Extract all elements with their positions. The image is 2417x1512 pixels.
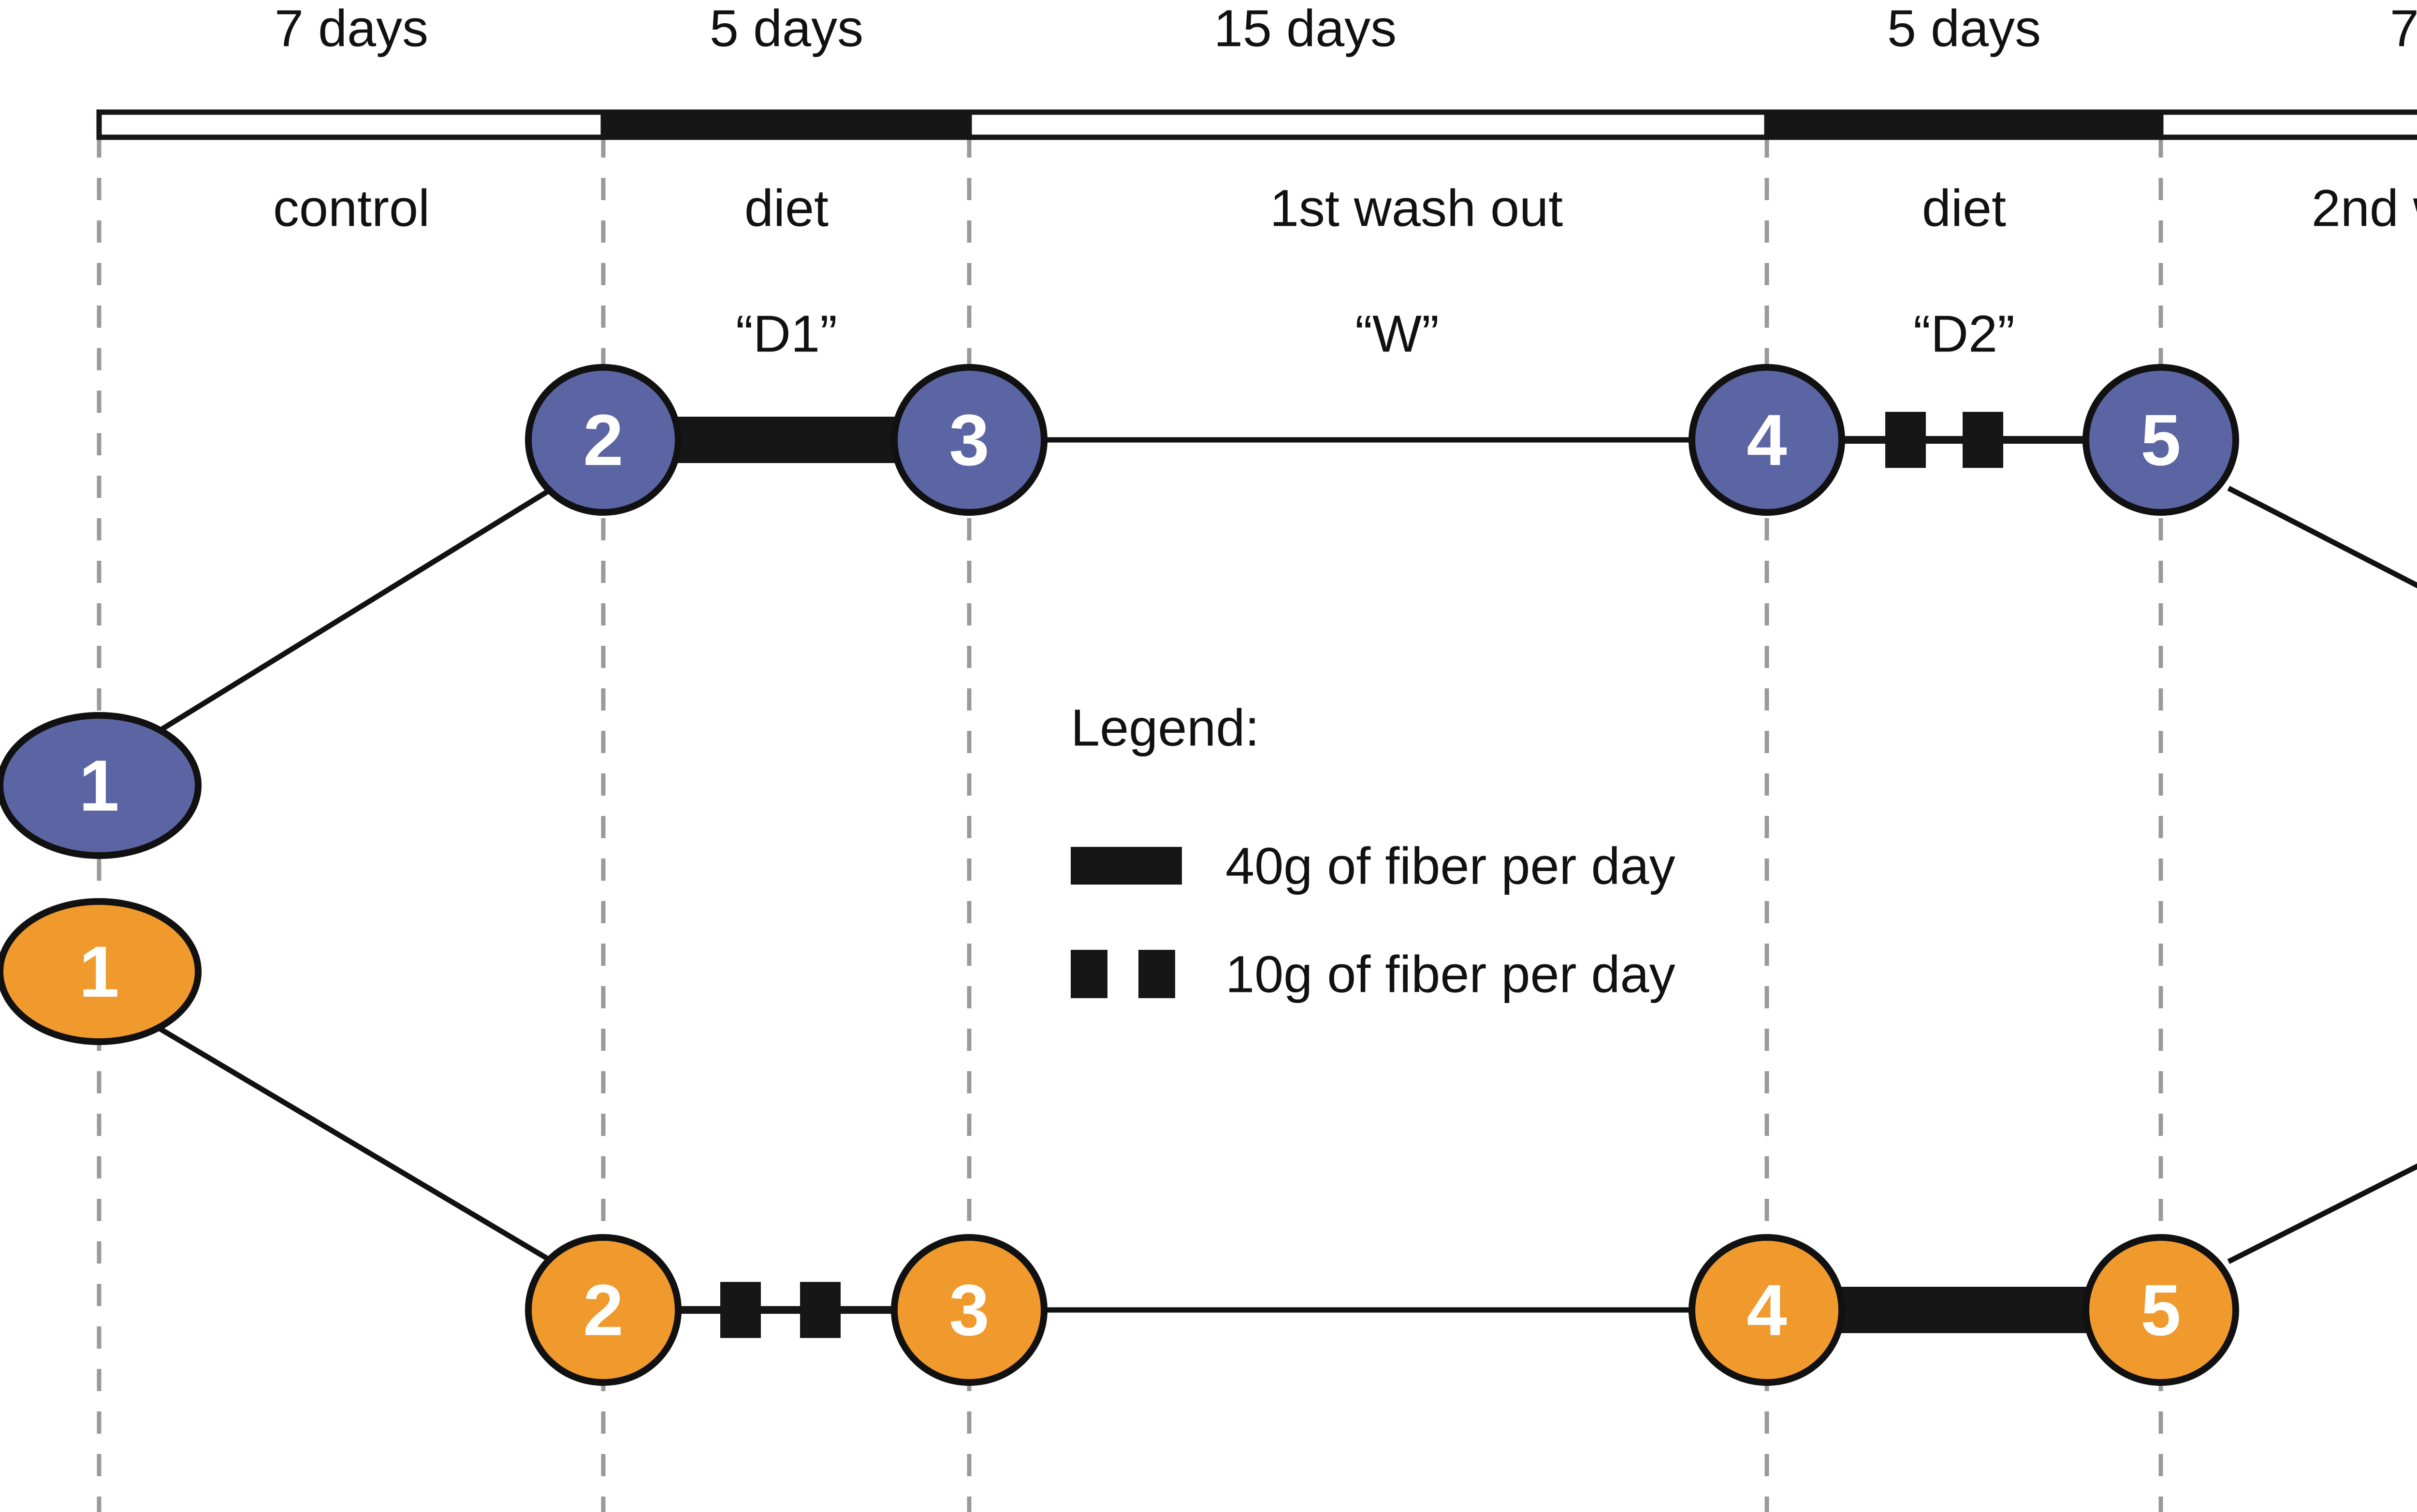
timeline-segment-washout-1 <box>966 109 1770 140</box>
node-label: 1 <box>79 931 119 1012</box>
node-b-2[interactable]: 2 <box>525 1234 682 1386</box>
node-label: 3 <box>949 399 989 480</box>
phase-label-washout-2: 2nd wash out <box>2311 178 2417 237</box>
timeline-segment-diet-1 <box>600 109 972 140</box>
legend-swatch-dash-1 <box>1071 950 1107 998</box>
node-a-3[interactable]: 3 <box>891 364 1048 516</box>
duration-label-diet-2: 5 days <box>1887 0 2041 58</box>
node-b-3[interactable]: 3 <box>891 1234 1048 1386</box>
period-code-d2: “D2” <box>1913 304 2015 363</box>
link-a-4-5-dash <box>1963 412 2003 468</box>
link-b-2-3-dash <box>800 1282 841 1338</box>
timeline-segment-control <box>96 109 606 140</box>
link-b-2-3-dash <box>720 1282 761 1338</box>
phase-label-diet-2: diet <box>1922 178 2007 237</box>
phase-label-control: control <box>273 178 430 237</box>
link-b-1-2 <box>144 1018 562 1269</box>
node-b-4[interactable]: 4 <box>1689 1234 1845 1386</box>
legend-item-label-10g: 10g of fiber per day <box>1225 945 1675 1003</box>
link-a-4-5-dash <box>1885 412 1926 468</box>
node-label: 4 <box>1747 399 1787 480</box>
link-a-2-3-thick <box>676 417 898 463</box>
duration-label-washout-1: 15 days <box>1213 0 1397 58</box>
node-label: 2 <box>583 1269 623 1351</box>
legend-item-label-40g: 40g of fiber per day <box>1225 836 1675 895</box>
node-label: 5 <box>2140 1269 2181 1351</box>
timeline-segment-diet-2 <box>1764 109 2164 140</box>
group-a-nodes: 1 2 3 4 5 6 <box>0 364 2239 859</box>
duration-label-diet-1: 5 days <box>709 0 864 58</box>
node-label: 2 <box>583 399 623 480</box>
timeline-bar <box>96 109 2417 140</box>
node-a-4[interactable]: 4 <box>1689 364 1845 516</box>
node-label: 3 <box>949 1269 989 1351</box>
node-a-2[interactable]: 2 <box>525 364 682 516</box>
legend-swatch-solid <box>1071 847 1182 885</box>
node-a-1[interactable]: 1 <box>0 712 202 859</box>
duration-label-control: 7 days <box>274 0 429 58</box>
link-a-1-2 <box>144 481 562 742</box>
timeline-segment-washout-2 <box>2158 109 2417 140</box>
period-code-d1: “D1” <box>736 304 837 363</box>
link-b-4-5-thick <box>1839 1287 2091 1333</box>
group-b-nodes: 1 2 3 4 5 6 <box>0 898 2239 1386</box>
node-label: 5 <box>2140 399 2181 480</box>
legend-swatch-dash-2 <box>1138 950 1175 998</box>
link-a-5-6 <box>2227 486 2417 589</box>
node-b-1[interactable]: 1 <box>0 898 202 1045</box>
legend-swatches <box>1071 847 1182 998</box>
node-label: 4 <box>1747 1269 1787 1351</box>
legend-title: Legend: <box>1071 698 1260 757</box>
link-b-5-6 <box>2227 1163 2417 1264</box>
group-b-links <box>144 1018 2417 1338</box>
phase-label-washout-1: 1st wash out <box>1269 178 1563 237</box>
phase-label-diet-1: diet <box>744 178 829 237</box>
group-a-links <box>144 412 2417 742</box>
node-label: 1 <box>79 745 119 826</box>
node-b-5[interactable]: 5 <box>2082 1234 2239 1386</box>
node-a-5[interactable]: 5 <box>2082 364 2239 516</box>
period-code-w: “W” <box>1355 304 1439 363</box>
duration-label-washout-2: 7 days <box>2389 0 2417 58</box>
